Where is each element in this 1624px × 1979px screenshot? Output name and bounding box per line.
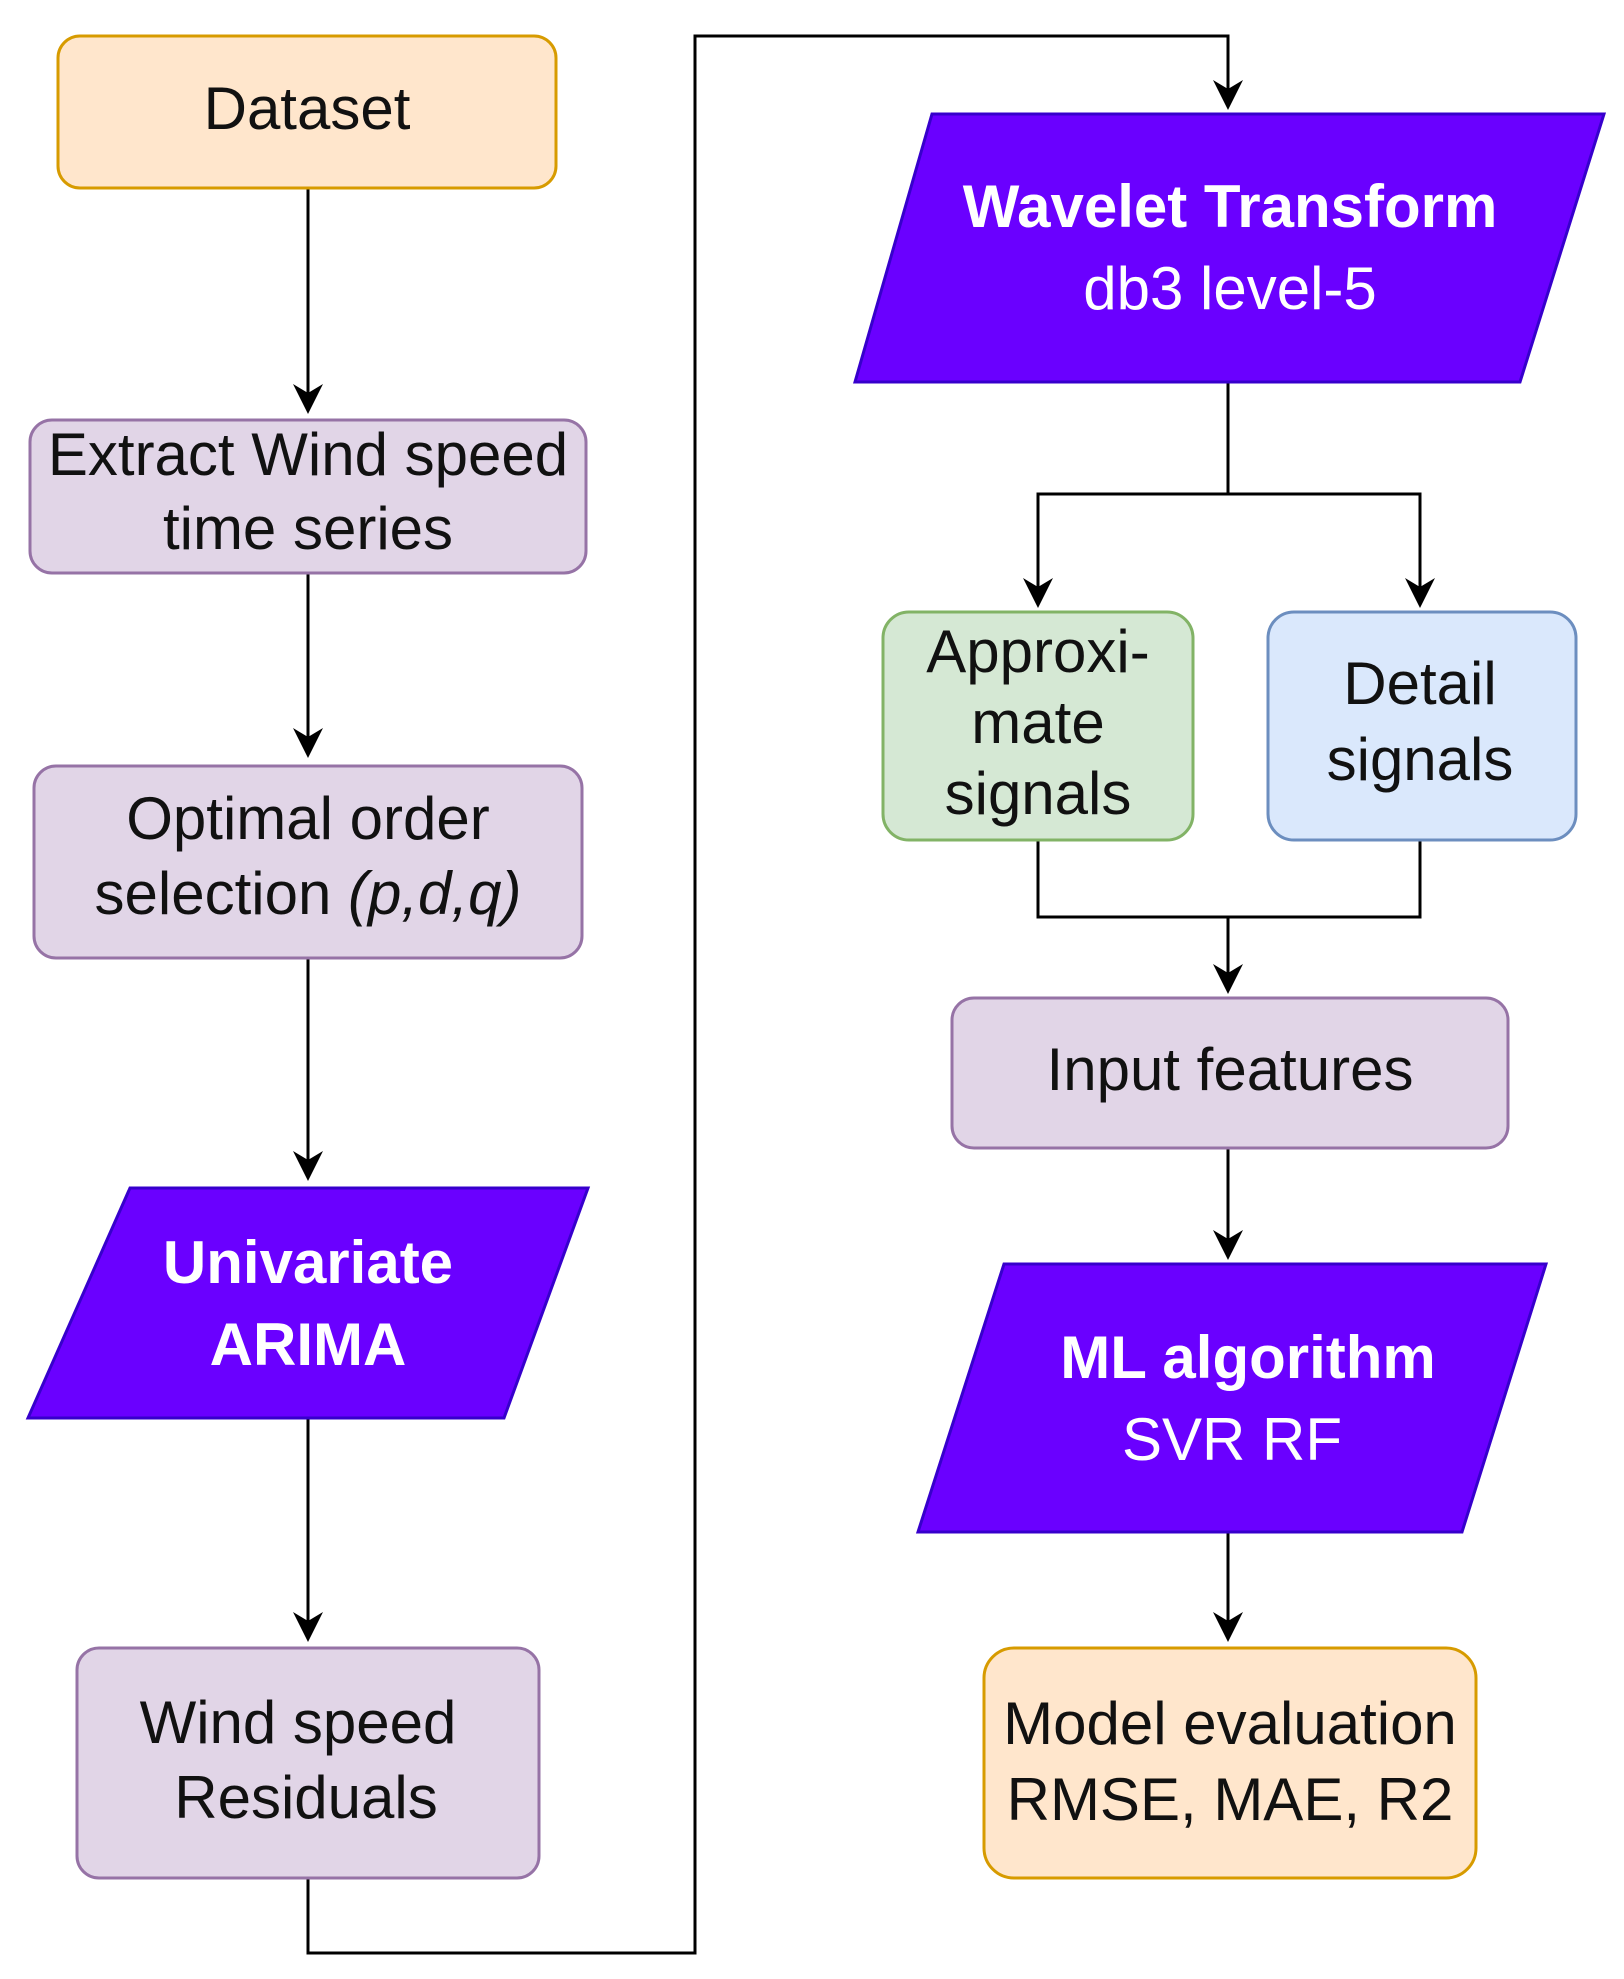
order-label-line1: Optimal order [126, 785, 489, 852]
arima-shape-border [25, 1186, 591, 1420]
extract-label-line1: Extract Wind speed [48, 421, 568, 488]
dataset-label: Dataset [204, 75, 411, 142]
edge-wavelet-to-detail [1228, 492, 1435, 608]
node-ml-algorithm: ML algorithm SVR RF [915, 1262, 1549, 1534]
node-wavelet-transform: Wavelet Transform db3 level-5 [853, 112, 1607, 384]
evaluation-box [984, 1648, 1476, 1878]
features-box-border [950, 996, 1510, 1150]
features-box [952, 998, 1508, 1148]
extract-box-border [28, 418, 588, 575]
evaluation-label-line2: RMSE, MAE, R2 [1007, 1766, 1454, 1833]
node-wind-speed-residuals: Wind speed Residuals [75, 1646, 541, 1880]
order-label-line2: selection (p,d,q) [95, 860, 522, 927]
features-label: Input features [1047, 1036, 1414, 1103]
detail-label-line2: signals [1327, 726, 1514, 793]
edge-residuals-to-wavelet [306, 34, 1243, 1955]
arima-shape [28, 1188, 588, 1418]
evaluation-box-border [982, 1646, 1478, 1880]
order-label-params: (p,d,q) [348, 860, 521, 927]
evaluation-label-line1: Model evaluation [1003, 1690, 1457, 1757]
arima-label-line2: ARIMA [210, 1311, 407, 1378]
edge-detail-to-features [1228, 840, 1422, 919]
extract-label-line2: time series [163, 495, 453, 562]
residuals-label-line2: Residuals [174, 1764, 437, 1831]
detail-box [1268, 612, 1576, 840]
ml-label-line2: SVR RF [1122, 1406, 1342, 1473]
edge-wavelet-to-approx [1023, 382, 1230, 608]
ml-label-line1: ML algorithm [1060, 1324, 1436, 1391]
edge-approx-to-features [1036, 840, 1243, 994]
node-optimal-order: Optimal order selection (p,d,q) [32, 764, 584, 960]
wavelet-shape [855, 114, 1604, 382]
approx-box-border [881, 610, 1195, 842]
detail-label-line1: Detail [1343, 650, 1496, 717]
residuals-box [77, 1648, 539, 1878]
approx-label-line2: mate [971, 689, 1104, 756]
approx-label-line3: signals [945, 760, 1132, 827]
order-box-border [32, 764, 584, 960]
wavelet-label-line1: Wavelet Transform [963, 173, 1498, 240]
detail-box-border [1266, 610, 1578, 842]
order-label-selection: selection [95, 860, 348, 927]
node-input-features: Input features [950, 996, 1510, 1150]
residuals-box-border [75, 1646, 541, 1880]
residuals-label-line1: Wind speed [140, 1689, 457, 1756]
wavelet-shape-border [853, 112, 1607, 384]
node-univariate-arima: Univariate ARIMA [25, 1186, 591, 1420]
node-model-evaluation: Model evaluation RMSE, MAE, R2 [982, 1646, 1478, 1880]
extract-box [30, 420, 586, 573]
node-detail-signals: Detail signals [1266, 610, 1578, 842]
node-extract-time-series: Extract Wind speed time series [28, 418, 588, 575]
approx-label-line1: Approxi- [926, 618, 1149, 685]
ml-shape-border [915, 1262, 1549, 1534]
order-box [34, 766, 582, 958]
node-approximate-signals: Approxi- mate signals [881, 610, 1195, 842]
wavelet-label-line2: db3 level-5 [1083, 255, 1377, 322]
approx-box [883, 612, 1193, 840]
dataset-box-border [56, 34, 558, 190]
dataset-box [58, 36, 556, 188]
node-dataset: Dataset [56, 34, 558, 190]
arima-label-line1: Univariate [163, 1229, 453, 1296]
ml-shape [918, 1264, 1546, 1532]
edges [293, 34, 1435, 1955]
